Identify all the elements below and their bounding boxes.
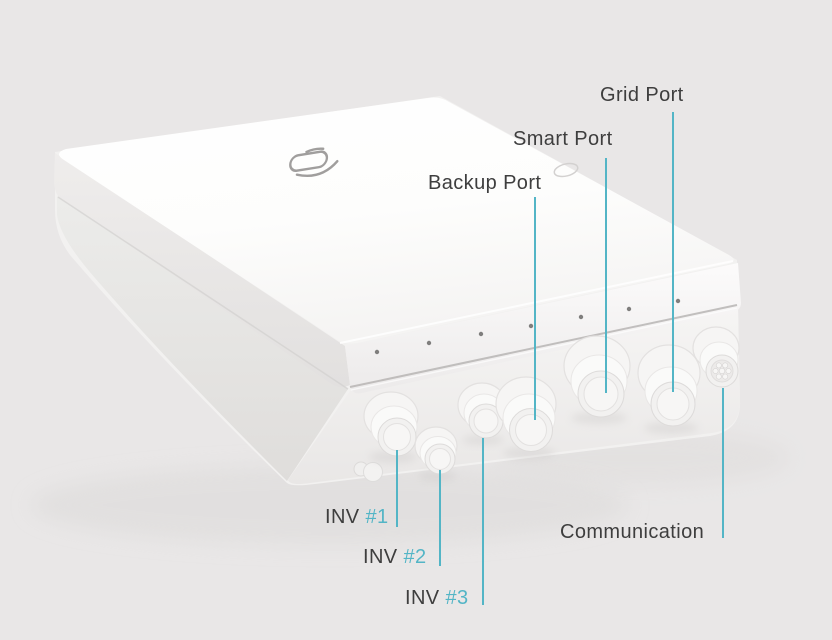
grid-port-label: Grid Port: [600, 84, 684, 106]
lid-mark: [553, 162, 579, 178]
vent-knob: [353, 461, 383, 482]
gland-grid-port: [637, 344, 701, 434]
inv3-number: #3: [445, 587, 469, 609]
gland-inv2: [414, 426, 458, 481]
gland-backup-port: [495, 376, 557, 459]
communication-label: Communication: [560, 521, 705, 543]
top-front-edge-highlight: [339, 260, 734, 344]
inv1-label: INV #1: [325, 507, 389, 527]
lid-screw-dots: [374, 298, 681, 355]
body-left-face: [57, 196, 348, 481]
gland-inv1: [363, 391, 419, 463]
inv1-number: #1: [365, 506, 389, 528]
lid-front-band: [345, 263, 741, 394]
inv2-label: INV #2: [363, 547, 427, 567]
smart-port-label: Smart Port: [513, 128, 613, 150]
backup-port-label: Backup Port: [428, 172, 542, 194]
inv3-prefix: INV: [405, 587, 440, 609]
inv1-prefix: INV: [325, 506, 360, 528]
lid-left-band: [54, 153, 350, 388]
inv2-number: #2: [403, 546, 427, 568]
gland-communication: [692, 326, 740, 388]
inv3-label: INV #3: [405, 588, 469, 608]
inv2-prefix: INV: [363, 546, 398, 568]
top-face: [58, 97, 734, 344]
gland-smart-port: [563, 335, 631, 424]
